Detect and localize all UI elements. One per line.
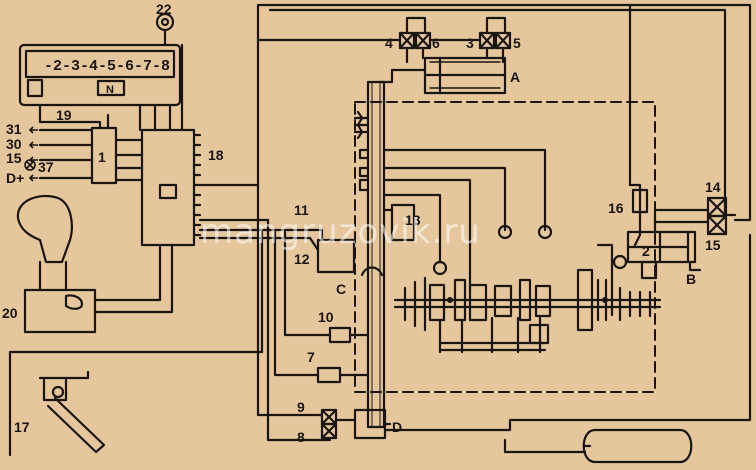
sensor-10 xyxy=(328,326,352,344)
terminal-31: 31 xyxy=(6,121,22,137)
label-B: B xyxy=(686,271,696,287)
label-1: 1 xyxy=(98,149,106,165)
label-4: 4 xyxy=(385,35,393,51)
label-14: 14 xyxy=(705,179,721,195)
display-window xyxy=(24,49,176,79)
label-18: 18 xyxy=(208,147,224,163)
label-12: 12 xyxy=(294,251,310,267)
display-mode: N xyxy=(106,84,114,96)
display-unit-19 xyxy=(18,43,182,107)
label-13: 13 xyxy=(405,212,421,228)
sensor-12 xyxy=(316,238,356,274)
label-7: 7 xyxy=(307,349,315,365)
label-10: 10 xyxy=(318,309,334,325)
terminal-30: 30 xyxy=(6,136,22,152)
label-5: 5 xyxy=(513,35,521,51)
selector-rod xyxy=(366,80,386,429)
gear-lever-20 xyxy=(16,194,73,264)
valve-8 xyxy=(320,422,338,440)
terminal-15: 15 xyxy=(6,150,22,166)
label-22: 22 xyxy=(156,1,172,17)
main-shaft xyxy=(393,298,662,309)
air-tank xyxy=(582,428,693,464)
label-D: D xyxy=(392,419,402,435)
terminal-d-plus: D+ xyxy=(6,170,24,186)
watermark: mangruzovik.ru xyxy=(200,212,481,252)
display-mode-box xyxy=(96,79,126,97)
label-A: A xyxy=(510,69,520,85)
pedal-17 xyxy=(8,350,264,457)
valve-15 xyxy=(706,214,728,236)
range-group xyxy=(576,268,594,332)
label-37: 37 xyxy=(38,159,54,175)
label-C: C xyxy=(336,281,346,297)
display-digits: -2-3-4-5-6-7-8 xyxy=(44,58,170,75)
display-small-icon xyxy=(26,78,44,98)
label-2: 2 xyxy=(642,243,650,259)
sensor-7 xyxy=(316,366,342,384)
label-19: 19 xyxy=(56,107,72,123)
gearbox-housing-outline xyxy=(354,101,656,393)
label-15: 15 xyxy=(705,237,721,253)
label-20: 20 xyxy=(2,305,18,321)
sensor-13 xyxy=(390,203,416,242)
label-16: 16 xyxy=(608,200,624,216)
label-6: 6 xyxy=(432,35,440,51)
ecu-18 xyxy=(140,128,196,247)
label-3: 3 xyxy=(466,35,474,51)
label-17: 17 xyxy=(14,419,30,435)
label-9: 9 xyxy=(297,399,305,415)
label-11: 11 xyxy=(294,202,309,218)
label-8: 8 xyxy=(297,429,305,445)
